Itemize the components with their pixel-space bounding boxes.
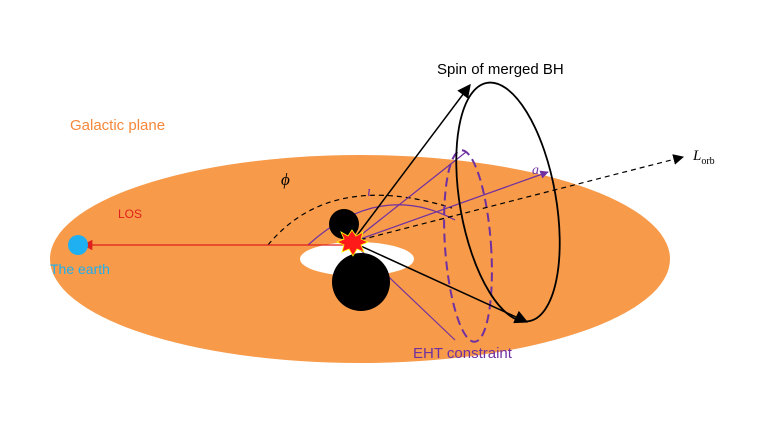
spin-vector-a: [351, 170, 549, 243]
spin-cone-ellipse: [455, 81, 561, 323]
merger-burst-icon: [335, 229, 370, 257]
galactic-plane-label: Galactic plane: [70, 117, 166, 134]
earth-icon: [68, 235, 88, 255]
phi-angle-arc: [267, 194, 453, 246]
spin-parameter-label: a: [532, 163, 539, 178]
eht-constraint-label: EHT constraint: [413, 345, 512, 362]
lorb-subscript: orb: [701, 156, 715, 167]
large-black-hole: [332, 253, 390, 311]
spin-cone-lower-arrow: [351, 241, 529, 324]
spin-label: Spin of merged BH: [437, 61, 564, 78]
spin-cone-upper-arrow: [351, 83, 471, 243]
eht-cone-upper-line: [351, 151, 467, 243]
los-label: LOS: [118, 207, 143, 221]
eht-constraint-ellipse: [443, 149, 493, 343]
earth-label: The earth: [50, 261, 110, 277]
orbital-angular-momentum-label: Lorb: [693, 149, 715, 167]
lorb-main-text: L: [693, 148, 702, 164]
iota-label: ι: [367, 184, 372, 200]
orbital-angular-momentum-arrow: [351, 154, 685, 243]
phi-label: ϕ: [281, 170, 290, 189]
